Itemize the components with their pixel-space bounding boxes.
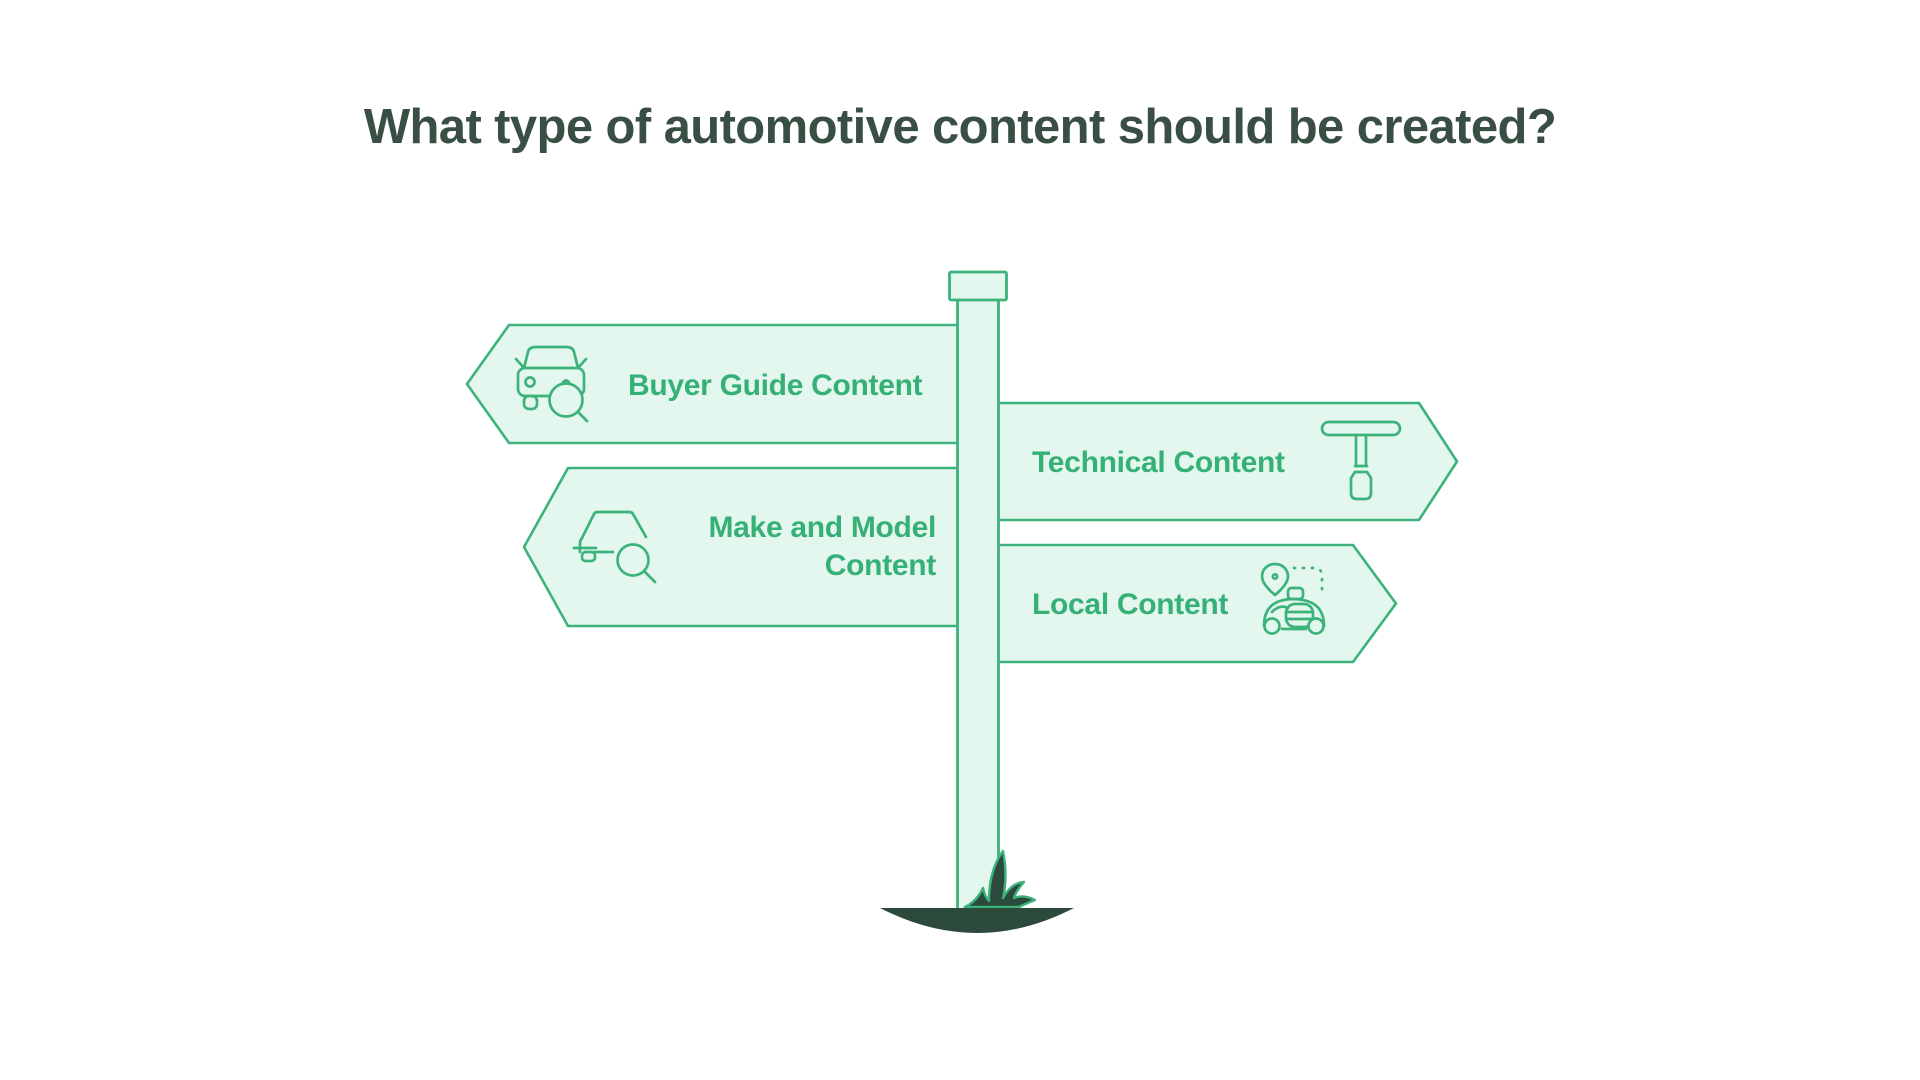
sign-label: Make and Model xyxy=(708,511,936,544)
sign-label: Buyer Guide Content xyxy=(628,369,923,402)
signpost-pole xyxy=(956,297,1000,913)
sign-technical: Technical Content xyxy=(978,401,1459,522)
lug-wrench-icon xyxy=(1320,420,1402,501)
ground-base xyxy=(880,908,1074,933)
sign-label: Local Content xyxy=(1032,588,1228,621)
local-car-pin-icon xyxy=(1260,562,1326,635)
signpost-cap xyxy=(948,270,1008,302)
sign-label: Content xyxy=(825,549,937,582)
car-side-search-icon xyxy=(572,510,657,584)
sign-label: Technical Content xyxy=(1032,446,1285,479)
sign-local: Local Content xyxy=(978,543,1398,664)
sign-buyer-guide: Buyer Guide Content xyxy=(465,323,982,445)
page-title: What type of automotive content should b… xyxy=(363,100,1557,154)
car-front-search-icon xyxy=(514,345,589,423)
sign-make-model: Make and Model Content xyxy=(522,466,982,628)
grass-tuft xyxy=(963,849,1037,909)
